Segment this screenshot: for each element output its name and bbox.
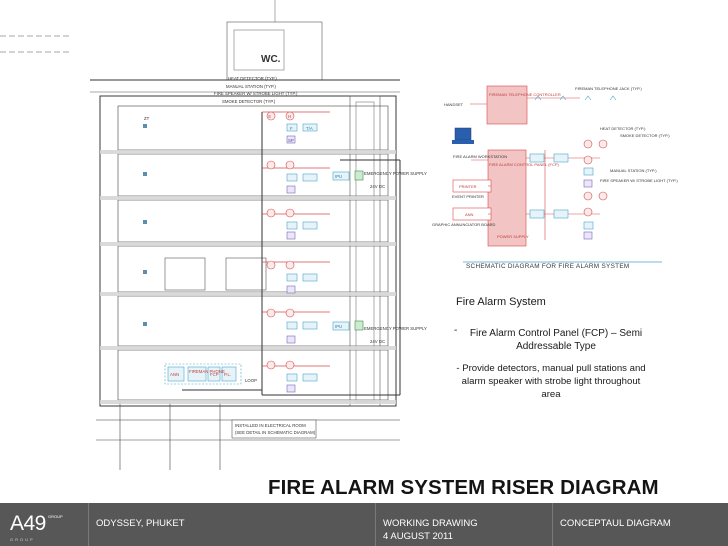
footer-divider [375, 503, 376, 546]
brand-logo-superscript: GROUP [48, 514, 63, 519]
label-emergency-supply-2: EMERGENCY POWER SUPPLY [364, 326, 427, 331]
label-ann: ANN [170, 372, 179, 377]
label-pl: P.L. [224, 372, 231, 377]
label-zt: ZT [144, 116, 150, 121]
project-name: ODYSSEY, PHUKET [96, 518, 185, 529]
label-ipu-1: IPU [335, 174, 342, 179]
label-s: S [268, 114, 271, 119]
label-voltage-1: 24V DC [370, 184, 385, 189]
document-type: WORKING DRAWING [383, 518, 478, 529]
document-name: CONCEPTAUL DIAGRAM [560, 518, 671, 529]
label-heat-detector: HEAT DETECTOR (TYP.) [228, 76, 277, 81]
schem-event-printer: EVENT PRINTER [452, 194, 484, 199]
schem-printer: PRINTER [459, 184, 477, 189]
schem-smoke-detector: SMOKE DETECTOR (TYP.) [620, 133, 670, 138]
label-voltage-2: 24V DC [370, 339, 385, 344]
footer-divider [552, 503, 553, 546]
schematic-caption: SCHEMATIC DIAGRAM FOR FIRE ALARM SYSTEM [466, 263, 630, 270]
brand-logo-subtitle: GROUP [10, 537, 35, 542]
label-h: H [288, 114, 291, 119]
notes-item-panel: Fire Alarm Control Panel (FCP) – Semi Ad… [469, 328, 643, 352]
schem-manual-station: MANUAL STATION (TYP.) [610, 168, 657, 173]
schem-fcp: FIRE ALARM CONTROL PANEL (FCP) [489, 162, 560, 167]
document-date: 4 AUGUST 2011 [383, 531, 453, 542]
footer-divider [88, 503, 89, 546]
schem-speaker-strobe: FIRE SPEAKER W/ STROBE LIGHT (TYP.) [600, 178, 678, 183]
schem-workstation: FIRE ALARM WORKSTATION [453, 154, 507, 159]
schem-heat-detector: HEAT DETECTOR (TYP.) [600, 126, 646, 131]
label-manual-station: MANUAL STATION (TYP.) [226, 84, 277, 89]
label-fcp: FCP [210, 372, 219, 377]
label-fireman-phone: FIREMAN PHONE [189, 369, 225, 374]
label-f: F [290, 126, 293, 131]
wc-label: WC. [261, 54, 281, 65]
schem-ann: ANN [465, 212, 474, 217]
brand-logo: A49 [10, 512, 46, 535]
page-title: FIRE ALARM SYSTEM RISER DIAGRAM [268, 476, 659, 499]
schem-graphic-annunciator: GRAPHIC ANNUNCIATOR BOARD [432, 222, 496, 227]
label-emergency-supply-1: EMERGENCY POWER SUPPLY [364, 171, 427, 176]
label-installed-note-1: INSTALLED IN ELECTRICAL ROOM [235, 423, 306, 428]
label-speaker-strobe: FIRE SPEAKER W/ STROBE LIGHT (TYP.) [214, 91, 298, 96]
label-sp: SP [288, 138, 294, 143]
notes-item-devices: - Provide detectors, manual pull station… [456, 363, 646, 400]
schem-fireman-controller: FIREMAN TELEPHONE CONTROLLER [489, 92, 561, 97]
label-loop: LOOP [245, 378, 257, 383]
label-installed-note-2: (SEE DETAIL IN SCHEMATIC DIAGRAM) [235, 430, 316, 435]
footer-bar: A49 GROUP GROUP ODYSSEY, PHUKET WORKING … [0, 503, 728, 546]
label-smoke-detector: SMOKE DETECTOR (TYP.) [222, 99, 276, 104]
schem-fireman-jack: FIREMAN TELEPHONE JACK (TYP.) [575, 86, 642, 91]
label-tia: T/A [306, 126, 313, 131]
label-ipu-2: IPU [335, 324, 342, 329]
schematic-diagram: HANDSET FIREMAN TELEPHONE CONTROLLER FIR… [432, 85, 678, 270]
schem-power-supply: POWER SUPPLY [497, 234, 529, 239]
schem-handset: HANDSET [444, 102, 464, 107]
notes-heading: Fire Alarm System [456, 296, 546, 308]
notes-bullet: - [454, 325, 458, 336]
